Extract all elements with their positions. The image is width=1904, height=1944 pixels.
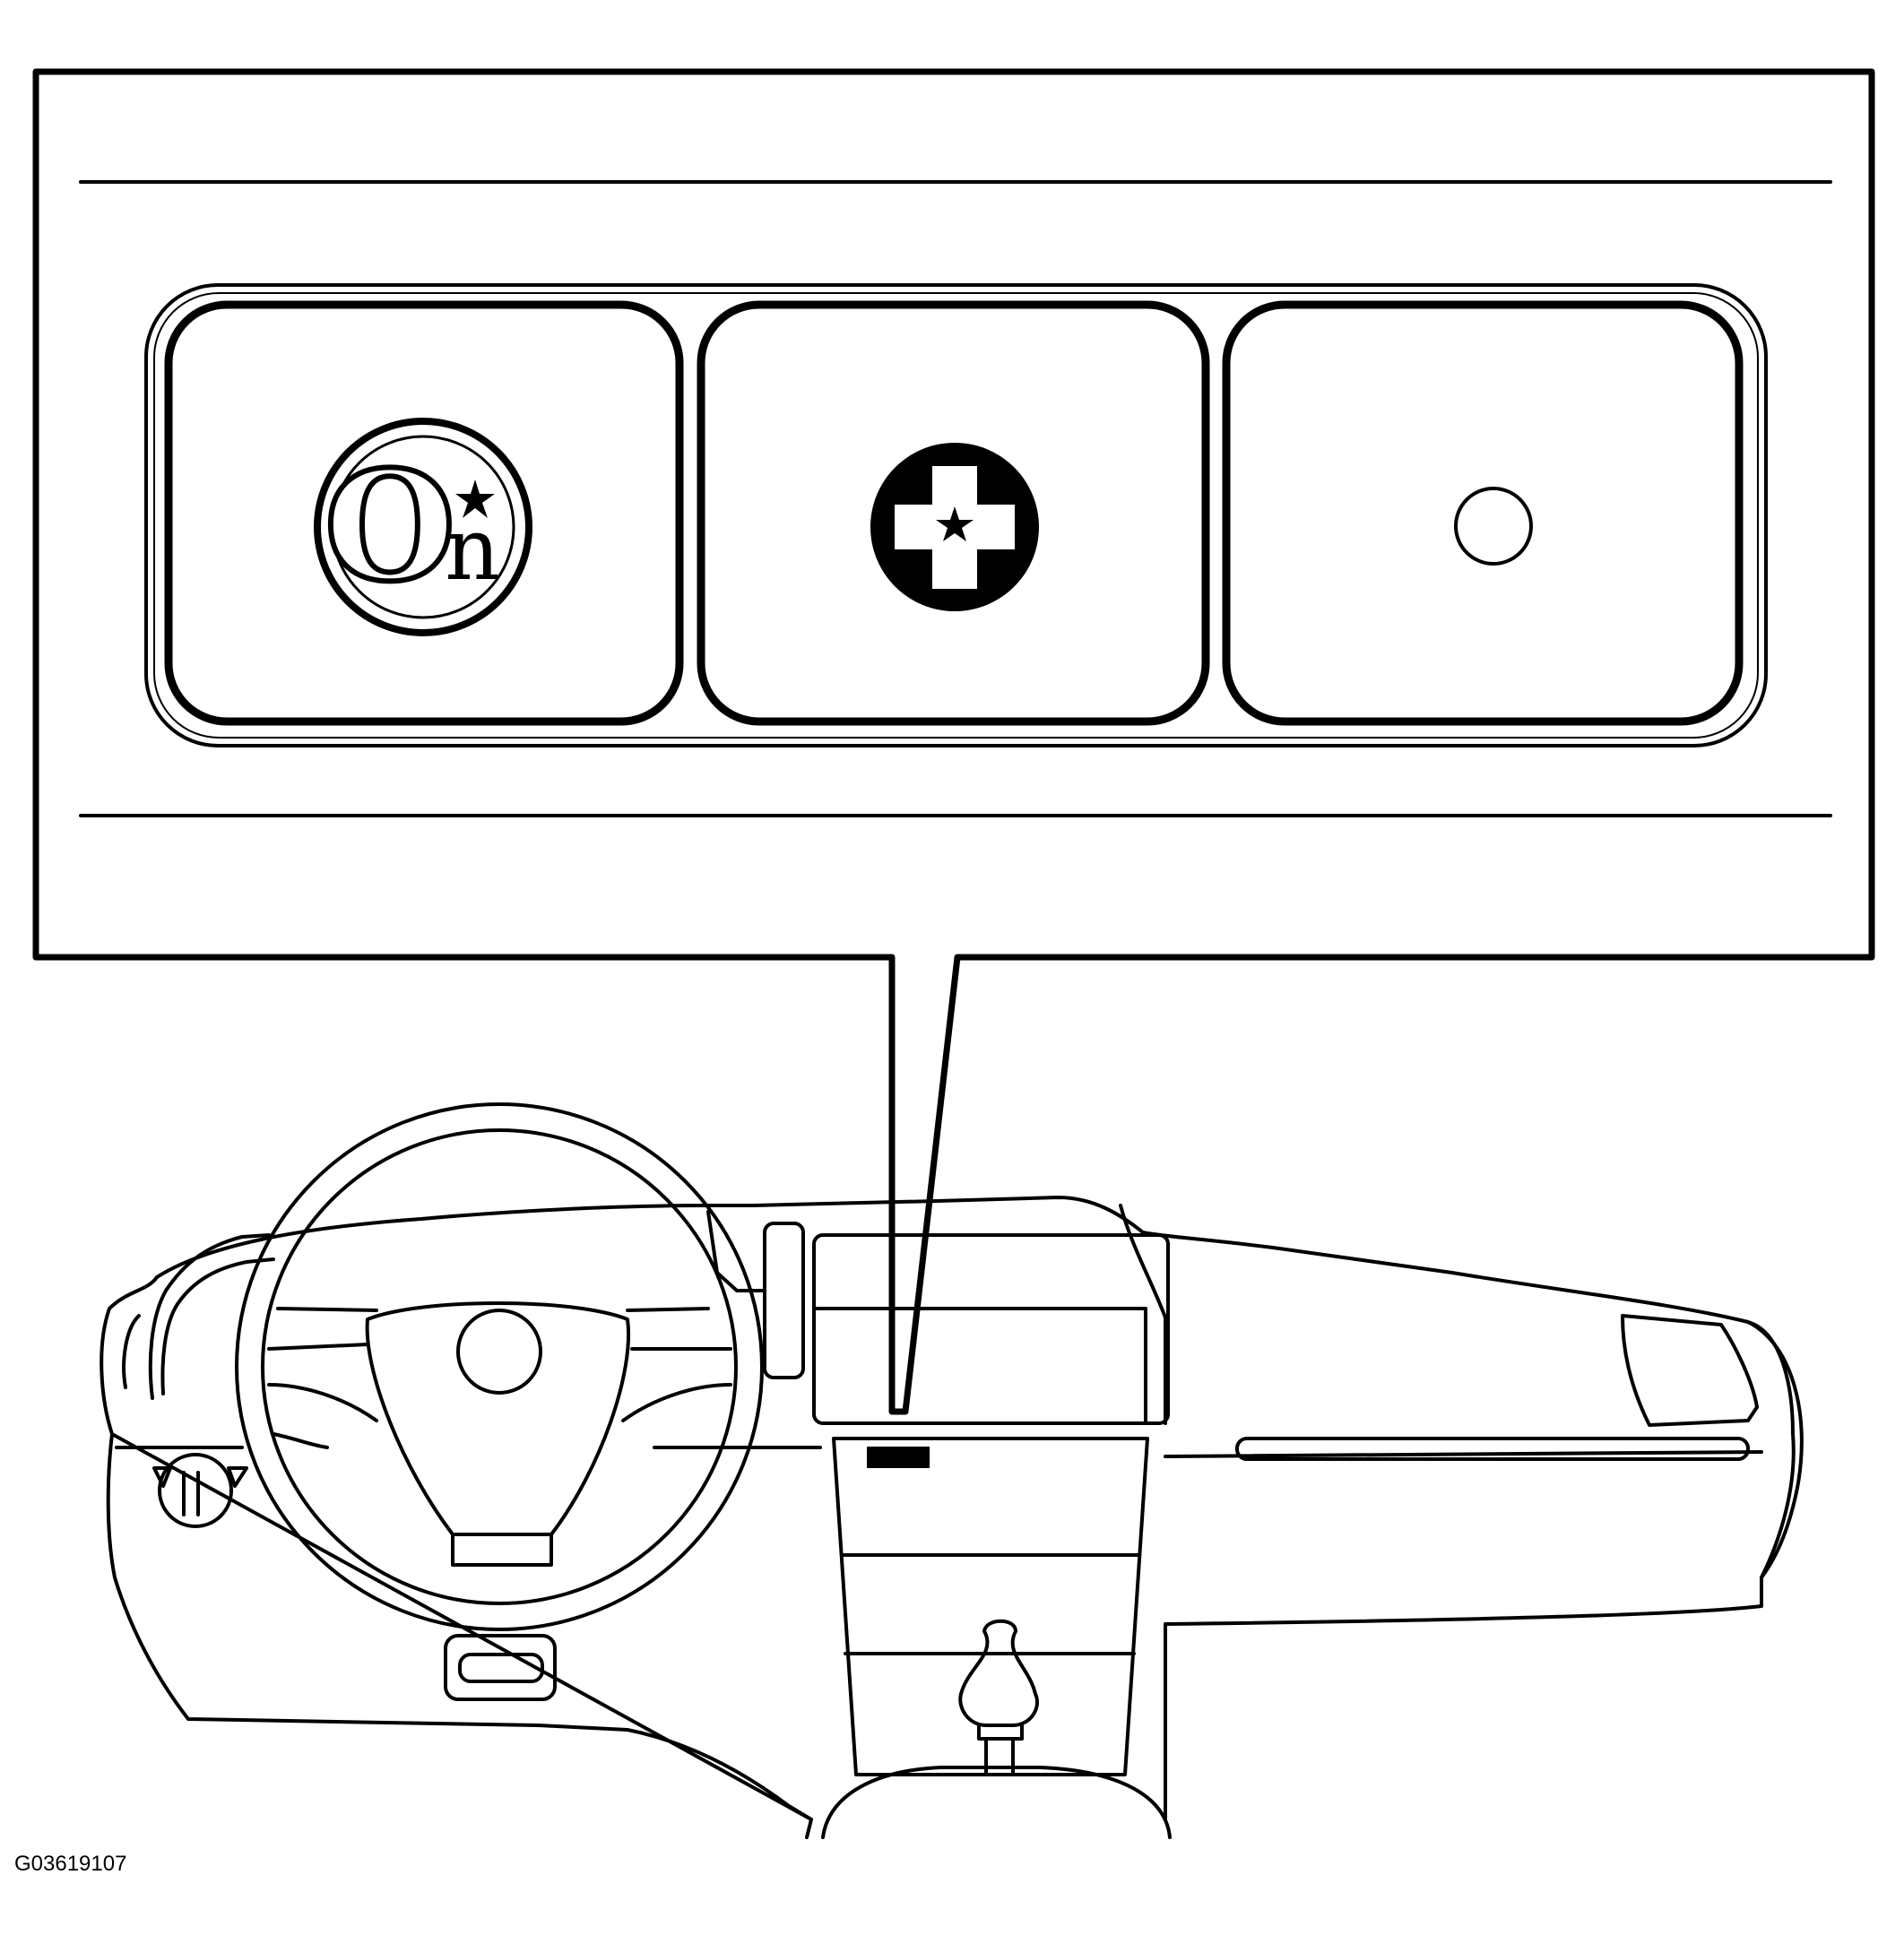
keypad-housing	[144, 283, 1768, 747]
callout-border	[32, 68, 1875, 1415]
onstar-logo-letter-o: O	[325, 437, 455, 615]
emergency-button[interactable]	[697, 300, 1210, 726]
onstar-button[interactable]: O n	[164, 300, 684, 726]
figure-id-label: G03619107	[14, 1852, 127, 1876]
passenger-vent	[1621, 1314, 1759, 1427]
shift-knob	[958, 1619, 1039, 1727]
call-end-button[interactable]	[1222, 300, 1744, 726]
hazard-switch-panel	[763, 1222, 805, 1379]
steering-wheel-center-emblem	[456, 1309, 542, 1395]
instrument-cluster-hood-inner	[122, 1257, 275, 1395]
center-display-divider	[812, 1307, 1147, 1425]
dash-end-cap-right	[1746, 1320, 1804, 1579]
onstar-logo-star-icon	[455, 480, 495, 518]
emergency-cross-icon	[870, 443, 1039, 611]
storage-slot-inner	[458, 1653, 544, 1683]
emergency-star-icon	[936, 506, 974, 541]
headlamp-knob	[158, 1453, 233, 1528]
dash-lower-line	[115, 1432, 1763, 1458]
steering-wheel-rim-inner	[261, 1128, 738, 1605]
emergency-button-frame	[697, 300, 1210, 726]
keypad-bezel-inner	[153, 292, 1759, 739]
center-stack-edge	[1119, 1204, 1167, 1425]
onstar-logo-letter-n: n	[445, 499, 500, 600]
steering-wheel-rim-outer	[235, 1102, 764, 1631]
dash-outline	[100, 1196, 1796, 1839]
keypad-bezel	[144, 283, 1768, 747]
dash-trim-strip	[1235, 1437, 1750, 1461]
call-end-button-frame	[1222, 300, 1744, 726]
steering-wheel-spokes	[267, 1307, 732, 1567]
storage-slot-outer	[444, 1634, 557, 1701]
center-console-outline	[832, 1437, 1149, 1776]
onstar-keypad-location-marker	[867, 1447, 930, 1468]
onstar-logo-ring-inner	[331, 435, 515, 619]
onstar-logo-ring-outer	[314, 418, 532, 636]
callout-frame	[32, 68, 1875, 1415]
dashboard-illustration	[100, 1102, 1804, 1839]
steering-wheel-hub	[365, 1301, 630, 1536]
headlamp-knob-detail	[152, 1466, 248, 1516]
onstar-button-frame	[164, 300, 684, 726]
center-display	[812, 1233, 1170, 1425]
dot-icon	[1454, 487, 1533, 566]
center-tunnel	[821, 1766, 1172, 1839]
onstar-logo-icon: O n	[322, 435, 500, 618]
